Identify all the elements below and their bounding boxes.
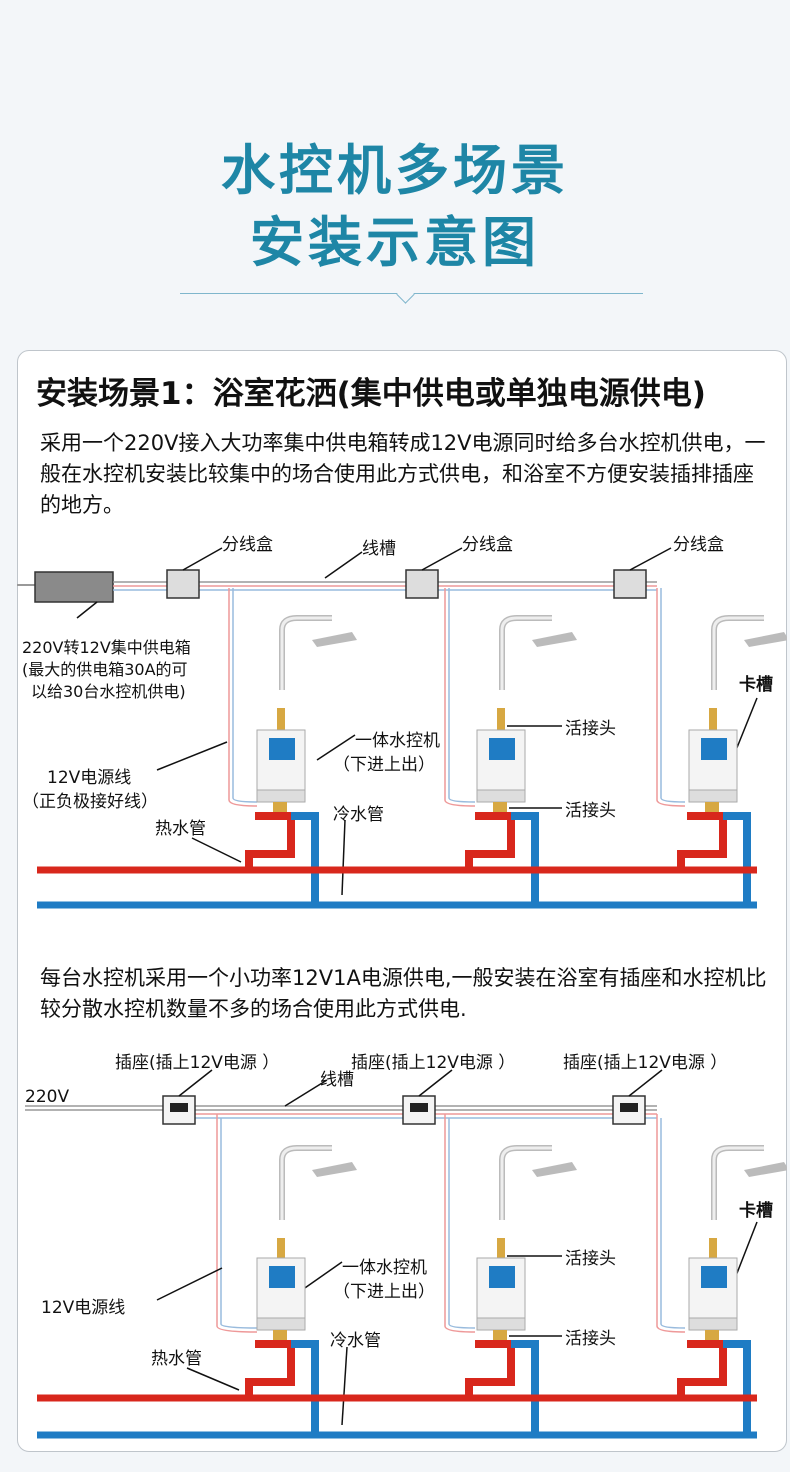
page-title-line-2: 安装示意图: [250, 211, 540, 274]
label-controller-note: （下进上出）: [333, 755, 435, 775]
scene-1-title: 安装场景1：浴室花洒(集中供电或单独电源供电): [36, 376, 706, 412]
label-power-box-3: 以给30台水控机供电): [31, 682, 186, 701]
chevron-down-icon: [396, 285, 415, 304]
page-header: 水控机多场景 安装示意图: [0, 0, 790, 340]
controller-unit: [245, 1145, 357, 1432]
label-junction-box-1: 分线盒: [222, 535, 273, 555]
scene-1-description: 采用一个220V接入大功率集中供电箱转成12V电源同时给多台水控机供电，一般在水…: [40, 431, 766, 517]
label-power-line: 12V电源线: [47, 768, 131, 788]
leader-lines: [156, 1069, 758, 1426]
label-power-box-2: (最大的供电箱30A的可: [22, 660, 188, 679]
label-union-top: 活接头: [565, 719, 616, 739]
scene-2-description: 每台水控机采用一个小功率12V1A电源供电,一般安装在浴室有插座和水控机比较分散…: [40, 966, 767, 1021]
scene-1-diagram: 分线盒 线槽 分线盒 分线盒 220V转12V集中供电箱 (最大的供电箱30A的…: [17, 535, 787, 909]
content-card: [17, 350, 787, 1452]
label-trunking: 线槽: [362, 539, 396, 559]
label-clip: 卡槽: [739, 674, 773, 695]
label-clip: 卡槽: [739, 1200, 773, 1221]
junction-box-1: [166, 569, 200, 599]
label-power-line: 12V电源线: [41, 1298, 125, 1318]
power-drop-wires: [216, 1114, 686, 1333]
label-cold-pipe: 冷水管: [330, 1331, 381, 1351]
leader-lines: [76, 547, 758, 896]
junction-box-2: [405, 569, 439, 599]
label-junction-box-3: 分线盒: [673, 535, 724, 555]
label-power-box-1: 220V转12V集中供电箱: [22, 638, 191, 657]
label-socket-1: 插座(插上12V电源 ）: [115, 1053, 279, 1073]
label-hot-pipe: 热水管: [151, 1349, 202, 1369]
label-junction-box-2: 分线盒: [462, 535, 513, 555]
controller-unit: [245, 615, 357, 902]
power-supply-box: [34, 571, 114, 603]
label-socket-3: 插座(插上12V电源 ）: [563, 1053, 727, 1073]
label-cold-pipe: 冷水管: [333, 805, 384, 825]
label-trunking: 线槽: [320, 1070, 354, 1090]
page-title-line-1: 水控机多场景: [221, 139, 569, 202]
label-controller-note: （下进上出）: [333, 1282, 435, 1302]
label-220v: 220V: [25, 1087, 69, 1107]
label-hot-pipe: 热水管: [155, 819, 206, 839]
trunk-wires: [113, 581, 657, 591]
label-controller: 一体水控机: [342, 1258, 427, 1278]
label-union-top: 活接头: [565, 1249, 616, 1269]
power-drop-wires: [228, 588, 686, 807]
label-union-bottom: 活接头: [565, 1329, 616, 1349]
label-power-line-note: （正负极接好线）: [22, 792, 158, 812]
label-union-bottom: 活接头: [565, 801, 616, 821]
scene-2-diagram: 插座(插上12V电源 ） 插座(插上12V电源 ） 插座(插上12V电源 ） 2…: [25, 1053, 787, 1439]
label-controller: 一体水控机: [355, 731, 440, 751]
junction-box-3: [613, 569, 647, 599]
sockets: [162, 1095, 646, 1125]
label-socket-2: 插座(插上12V电源 ）: [351, 1053, 515, 1073]
mains-wires: [25, 1105, 657, 1119]
